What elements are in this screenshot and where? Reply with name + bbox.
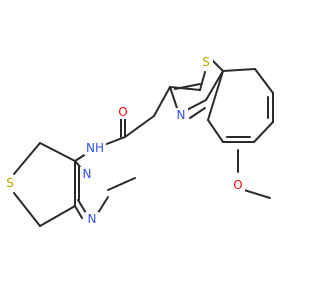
atom-methoxy-oxygen: O: [231, 178, 245, 192]
atom-thiophene-sulfur: S: [3, 176, 17, 190]
bond: [39, 142, 76, 162]
bond: [103, 136, 126, 146]
bond: [189, 107, 206, 119]
bond: [39, 205, 76, 227]
bond: [174, 83, 201, 90]
bond: [254, 68, 274, 94]
molecule-drawing: O NH S N O N N: [3, 55, 274, 227]
bond: [13, 142, 41, 175]
atom-pyrazole-nitrogen-1: N: [85, 212, 99, 226]
bond: [184, 99, 207, 112]
atom-label: O: [118, 105, 127, 119]
atom-label: S: [202, 55, 210, 69]
bond: [124, 115, 155, 138]
bond: [199, 71, 206, 91]
bond: [253, 121, 274, 143]
bond: [13, 192, 41, 227]
atom-pyrazole-nitrogen-2: N: [80, 167, 94, 181]
bond: [97, 196, 109, 214]
bond: [169, 86, 178, 109]
atom-label: NH: [86, 141, 104, 155]
atom-thiazole-nitrogen: N: [174, 108, 188, 122]
atom-label: N: [177, 108, 186, 122]
atom-amide-nh: NH: [84, 141, 106, 155]
atom-label: O: [233, 178, 242, 192]
bond: [205, 70, 224, 101]
atom-label: N: [88, 212, 97, 226]
atom-label: N: [83, 167, 92, 181]
bond: [207, 119, 224, 143]
bond: [243, 189, 271, 199]
atom-layer: O NH S N O N N: [3, 55, 245, 226]
bond: [222, 68, 256, 72]
bond: [74, 205, 83, 219]
atom-amide-oxygen: O: [116, 105, 130, 119]
bond: [207, 70, 224, 121]
atom-thiazole-sulfur: S: [199, 55, 213, 69]
atom-label: S: [6, 176, 14, 190]
bond: [107, 177, 136, 191]
structure-canvas: O NH S N O N N: [3, 55, 274, 227]
bond-layer: [13, 57, 274, 227]
bond: [153, 86, 171, 117]
bond: [77, 199, 87, 214]
bond: [169, 86, 201, 91]
